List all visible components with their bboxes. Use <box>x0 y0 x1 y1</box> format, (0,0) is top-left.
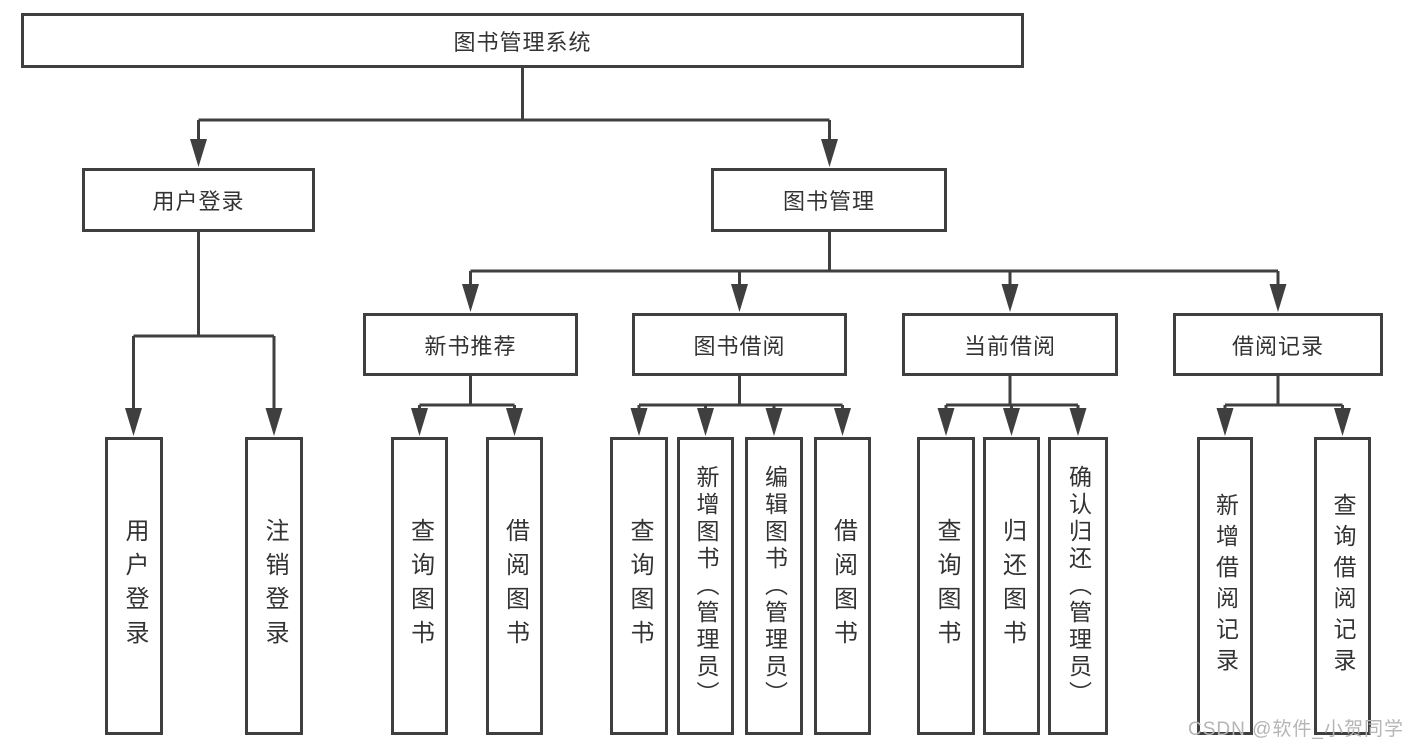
node-edit-books-admin: 编辑图书（管理员） <box>745 437 803 735</box>
node-new-book-recommend: 新书推荐 <box>363 313 578 376</box>
node-book-management: 图书管理 <box>711 168 947 232</box>
node-user-login-leaf: 用户登录 <box>105 437 163 735</box>
node-book-borrowing: 图书借阅 <box>632 313 847 376</box>
node-return-books: 归还图书 <box>983 437 1040 735</box>
node-add-books-admin: 新增图书（管理员） <box>677 437 734 735</box>
node-label: 当前借阅 <box>963 333 1056 359</box>
node-label: 图书管理 <box>782 189 875 214</box>
node-label: 新增图书（管理员） <box>693 464 719 708</box>
node-query-borrow-record: 查询借阅记录 <box>1314 437 1371 735</box>
node-label: 用户登录 <box>152 189 245 214</box>
node-borrowing-records: 借阅记录 <box>1173 313 1383 376</box>
node-label: 归还图书 <box>998 518 1026 654</box>
node-label: 查询图书 <box>626 518 653 654</box>
node-label: 查询图书 <box>933 518 960 654</box>
node-user-login: 用户登录 <box>82 168 315 232</box>
csdn-watermark: CSDN @软件_小贺同学 <box>1188 719 1404 740</box>
node-add-borrow-record: 新增借阅记录 <box>1197 437 1253 735</box>
node-label: 新书推荐 <box>424 333 517 359</box>
node-current-borrowing: 当前借阅 <box>902 313 1118 376</box>
node-label: 查询借阅记录 <box>1330 493 1356 679</box>
node-label: 图书借阅 <box>693 333 786 359</box>
node-logout: 注销登录 <box>245 437 303 735</box>
node-query-books-recommend: 查询图书 <box>391 437 448 735</box>
node-query-books-borrow: 查询图书 <box>610 437 668 735</box>
node-label: 用户登录 <box>121 518 148 654</box>
node-label: 编辑图书（管理员） <box>761 464 788 708</box>
node-confirm-return-admin: 确认归还（管理员） <box>1048 437 1108 735</box>
node-label: 新增借阅记录 <box>1212 493 1239 679</box>
node-borrow-books-recommend: 借阅图书 <box>486 437 543 735</box>
node-label: 图书管理系统 <box>453 29 592 55</box>
node-label: 借阅图书 <box>501 518 529 654</box>
node-label: 注销登录 <box>261 518 288 654</box>
node-query-books-current: 查询图书 <box>917 437 975 735</box>
node-label: 查询图书 <box>406 518 434 654</box>
node-library-management-system: 图书管理系统 <box>21 13 1024 68</box>
node-label: 确认归还（管理员） <box>1065 464 1092 708</box>
node-borrow-books: 借阅图书 <box>814 437 871 735</box>
node-label: 借阅记录 <box>1231 333 1324 359</box>
node-label: 借阅图书 <box>829 518 857 654</box>
